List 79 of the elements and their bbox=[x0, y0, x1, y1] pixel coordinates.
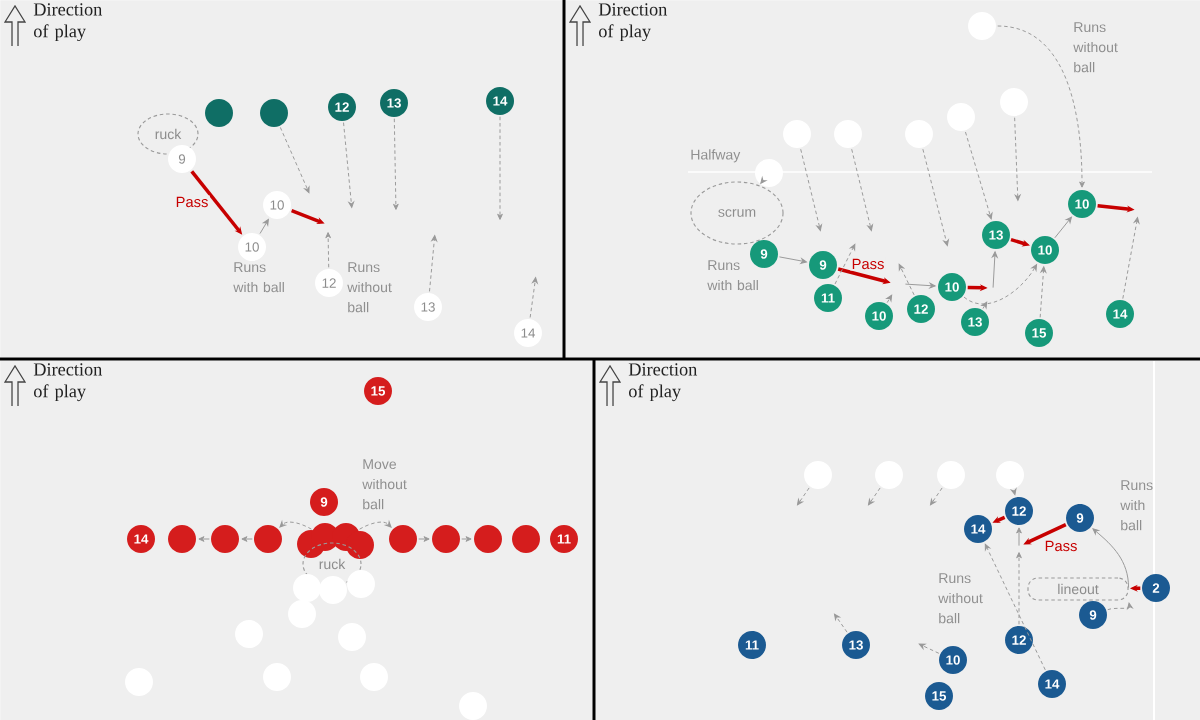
edge-label: Pass bbox=[174, 195, 210, 209]
run-arrow bbox=[497, 116, 503, 220]
player-circle bbox=[168, 525, 196, 553]
annotation: Runs with ball bbox=[233, 262, 284, 293]
player-circle bbox=[804, 461, 832, 489]
player-circle bbox=[783, 120, 811, 148]
run-arrow bbox=[834, 243, 856, 285]
annotation: Move without ball bbox=[362, 459, 407, 510]
player-circle bbox=[834, 120, 862, 148]
run-arrow bbox=[984, 543, 1046, 671]
run-arrow bbox=[1039, 266, 1047, 318]
player-circle bbox=[347, 570, 375, 598]
run-arrow bbox=[1092, 528, 1130, 589]
run-arrow bbox=[343, 122, 355, 208]
run-arrow bbox=[1010, 488, 1017, 496]
player-circle bbox=[1000, 88, 1028, 116]
run-arrow bbox=[279, 521, 312, 530]
run-arrow bbox=[359, 521, 392, 530]
run-arrow bbox=[797, 487, 810, 506]
run-arrow bbox=[393, 118, 399, 210]
run-arrow bbox=[325, 232, 331, 268]
annotation: Runs without ball bbox=[347, 262, 392, 313]
player-circle bbox=[211, 525, 239, 553]
player-circle bbox=[875, 461, 903, 489]
player-circle bbox=[937, 461, 965, 489]
annotation: Runs without ball bbox=[1073, 22, 1118, 73]
player-circle bbox=[254, 525, 282, 553]
run-arrow bbox=[997, 25, 1085, 188]
player-circle bbox=[474, 525, 502, 553]
run-arrow bbox=[1016, 552, 1022, 625]
run-arrow bbox=[529, 277, 538, 318]
run-arrow bbox=[963, 264, 1038, 305]
run-arrow bbox=[418, 536, 430, 542]
player-circle bbox=[319, 576, 347, 604]
player-circle bbox=[512, 525, 540, 553]
run-arrow bbox=[898, 263, 915, 296]
run-arrow bbox=[461, 536, 472, 542]
run-arrow bbox=[981, 301, 988, 309]
run-arrow bbox=[965, 131, 993, 220]
player-circle bbox=[205, 99, 233, 127]
player-circle bbox=[968, 12, 996, 40]
edge-label: Pass bbox=[1043, 539, 1079, 553]
player-circle bbox=[996, 461, 1024, 489]
run-arrow bbox=[259, 219, 269, 234]
player-circle bbox=[432, 525, 460, 553]
player-circle bbox=[293, 574, 321, 602]
pass-arrow bbox=[1010, 237, 1030, 247]
run-arrow bbox=[918, 643, 940, 654]
run-arrow bbox=[800, 148, 822, 231]
annotation: Runs without ball bbox=[938, 573, 983, 624]
run-arrow bbox=[429, 235, 438, 292]
run-arrow bbox=[904, 282, 936, 289]
run-arrow bbox=[760, 177, 767, 184]
annotation: Halfway bbox=[691, 149, 741, 163]
run-arrow bbox=[1014, 117, 1021, 201]
run-arrow bbox=[930, 487, 943, 506]
player-circle bbox=[389, 525, 417, 553]
run-arrow bbox=[851, 148, 873, 231]
annotation: Runs with ball bbox=[1120, 480, 1153, 531]
dashed-rounded-box: lineout bbox=[1027, 577, 1129, 601]
run-arrow bbox=[1122, 217, 1140, 300]
run-arrow bbox=[834, 613, 848, 633]
run-arrow bbox=[868, 487, 881, 506]
run-arrow bbox=[778, 256, 807, 264]
run-arrow bbox=[241, 536, 253, 542]
run-arrow bbox=[198, 536, 210, 542]
run-arrow bbox=[1107, 602, 1133, 611]
run-arrow bbox=[1054, 216, 1072, 239]
player-circle bbox=[346, 531, 374, 559]
player-circle bbox=[947, 103, 975, 131]
run-arrow bbox=[279, 126, 310, 194]
run-arrow bbox=[886, 294, 893, 304]
run-arrow bbox=[922, 148, 949, 246]
player-circle bbox=[755, 159, 783, 187]
player-circle bbox=[905, 120, 933, 148]
player-circle bbox=[260, 99, 288, 127]
run-arrow bbox=[1016, 527, 1022, 547]
run-arrow bbox=[991, 251, 998, 289]
edge-label: Pass bbox=[850, 257, 886, 271]
